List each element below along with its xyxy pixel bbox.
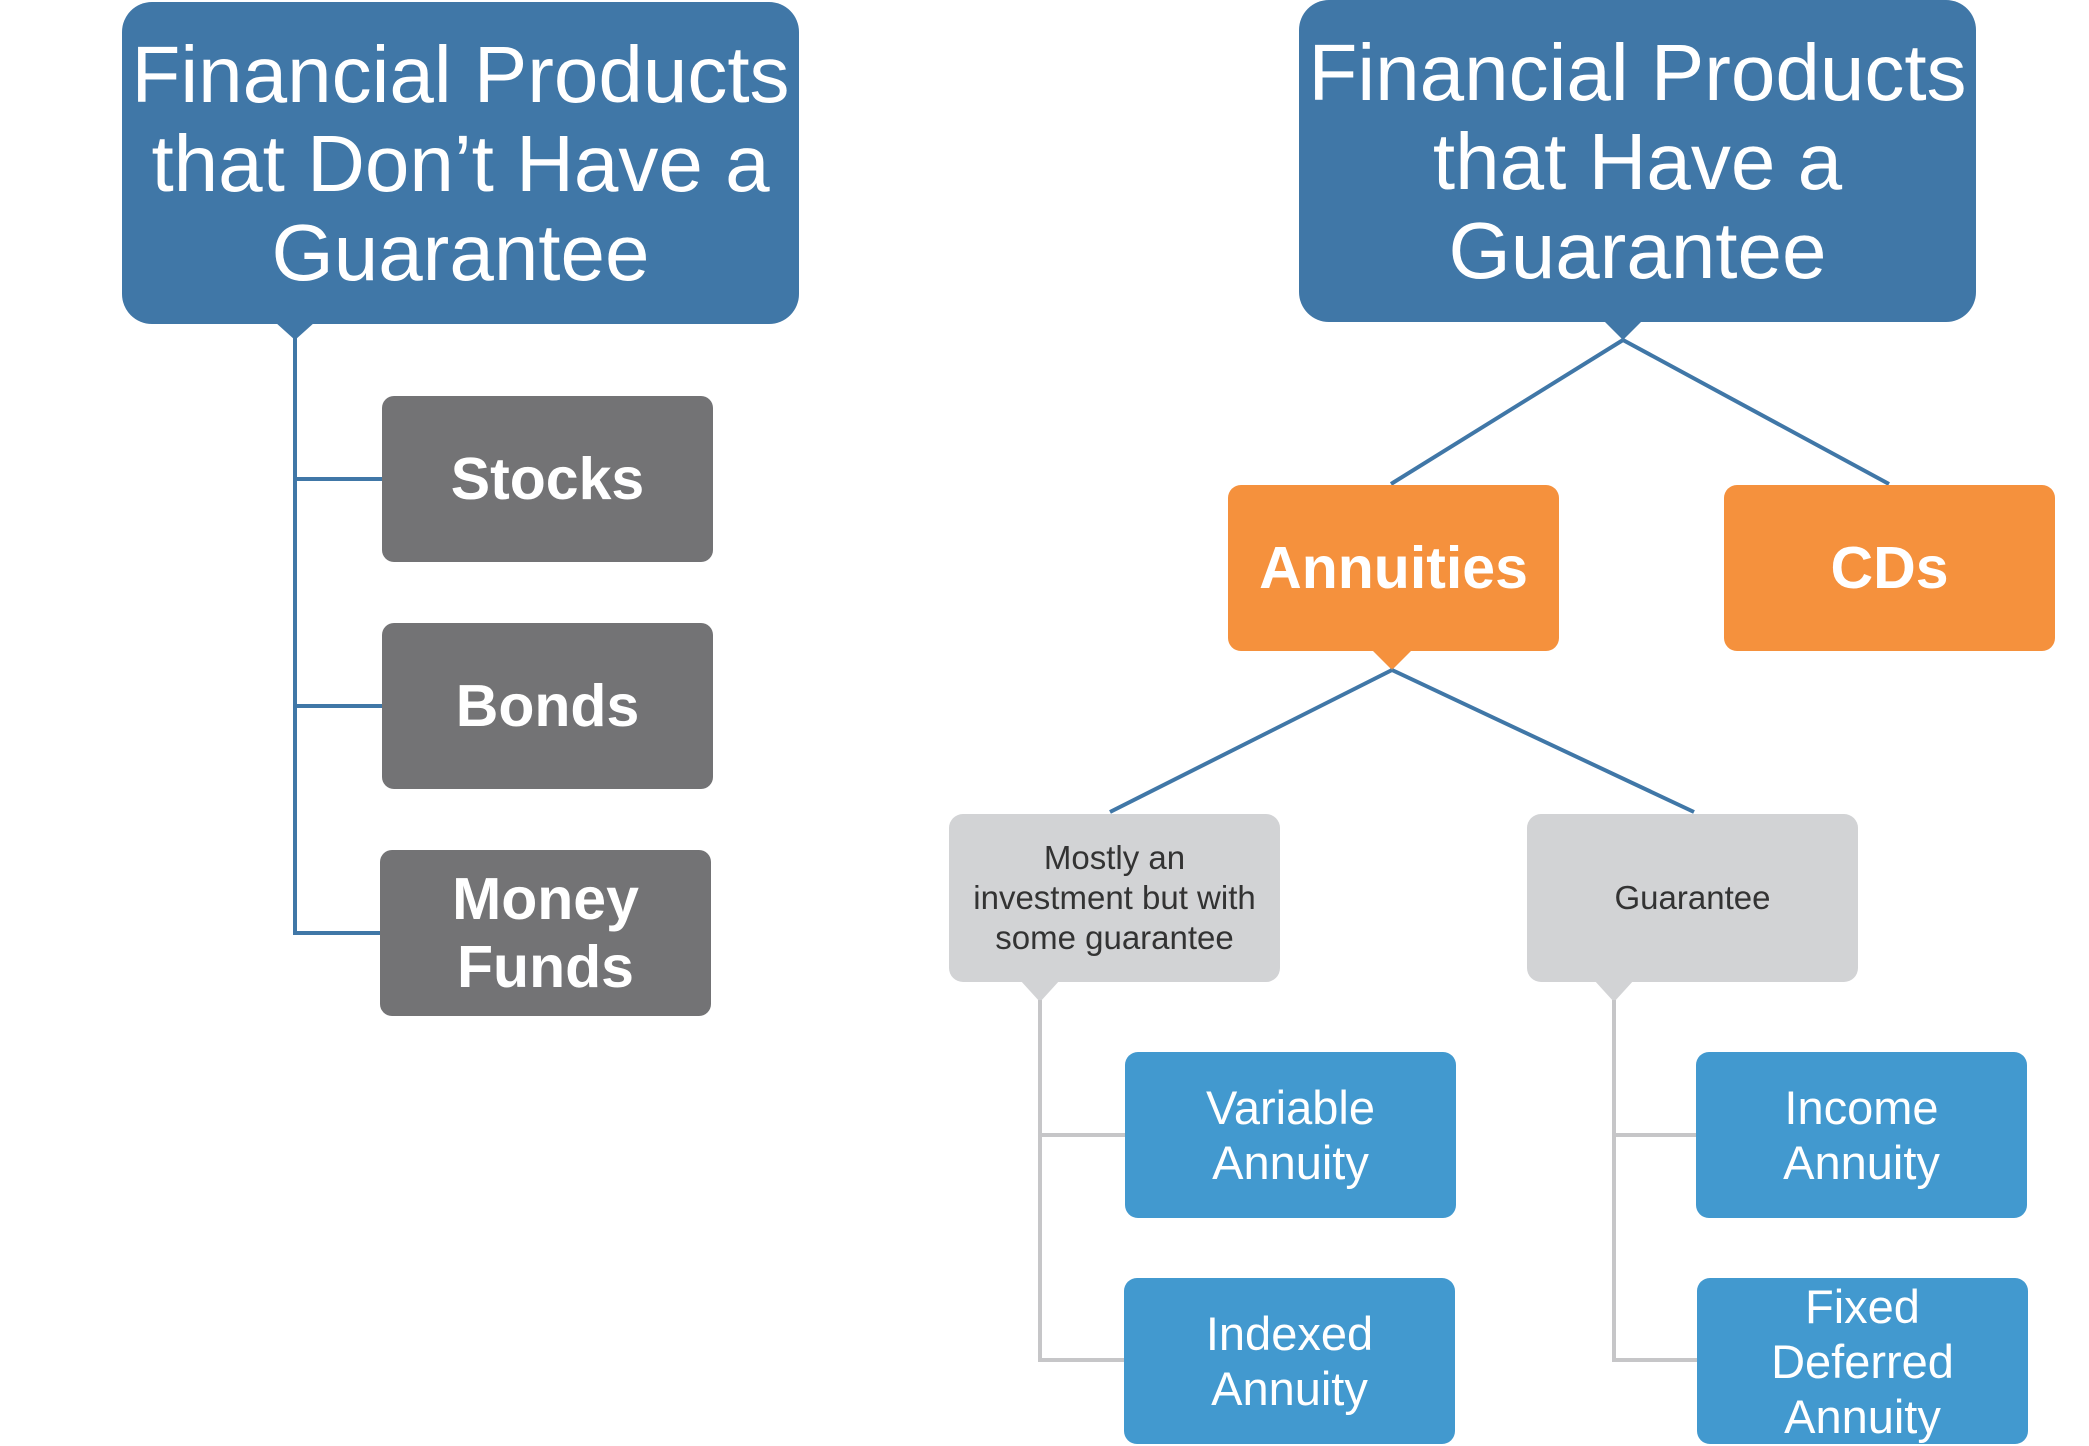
- stocks-node: Stocks: [382, 396, 713, 562]
- left-title-pointer: [275, 322, 315, 340]
- income-annuity-node: Income Annuity: [1696, 1052, 2027, 1218]
- no-guarantee-title: Financial Products that Don’t Have a Gua…: [122, 2, 799, 324]
- guarantee-title: Financial Products that Have a Guarantee: [1299, 0, 1976, 322]
- right-tree-connectors: [1389, 338, 1890, 486]
- right-title-pointer: [1603, 320, 1643, 340]
- cds-node: CDs: [1724, 485, 2055, 651]
- indexed-annuity-node: Indexed Annuity: [1124, 1278, 1455, 1444]
- annuities-connectors: [1109, 668, 1695, 814]
- annuities-pointer: [1372, 650, 1412, 670]
- investment-with-guarantee-node: Mostly an investment but with some guara…: [949, 814, 1280, 982]
- investment-category-pointer: [1020, 980, 1060, 1002]
- annuities-node: Annuities: [1228, 485, 1559, 651]
- left-tree-connectors: [293, 338, 383, 935]
- product-connectors: [1038, 1000, 1697, 1362]
- money-funds-node: Money Funds: [380, 850, 711, 1016]
- bonds-node: Bonds: [382, 623, 713, 789]
- guarantee-category-node: Guarantee: [1527, 814, 1858, 982]
- fixed-deferred-annuity-node: Fixed Deferred Annuity: [1697, 1278, 2028, 1444]
- variable-annuity-node: Variable Annuity: [1125, 1052, 1456, 1218]
- guarantee-category-pointer: [1594, 980, 1634, 1002]
